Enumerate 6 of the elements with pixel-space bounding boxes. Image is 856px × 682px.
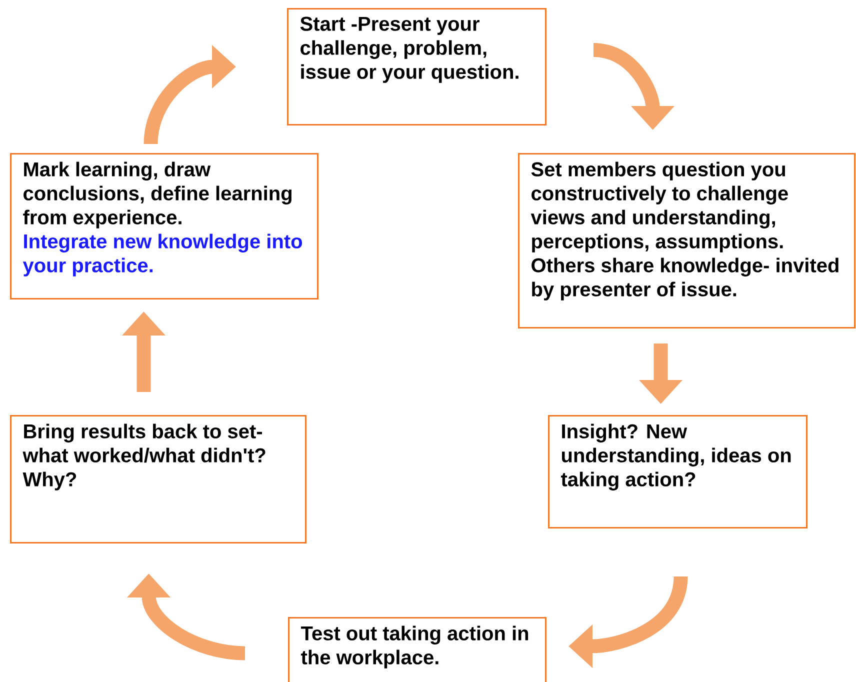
step-box: Start -Present your challenge, problem, issue or your question. [287, 8, 546, 126]
step-box: Test out taking action in the workplace. [288, 617, 546, 682]
step-box: Insight? New understanding, ideas on taking action? [548, 415, 808, 528]
step-box: Mark learning, draw conclusions, define learning from experience. Integrate new knowledge into your practice. [10, 153, 318, 300]
step-box: Bring results back to set- what worked/what didn't? Why? [10, 415, 306, 544]
step-box: Set members question you constructively to challenge views and understanding, perceptions, assumptions. Others share knowledge- invited by presenter of issue. [518, 153, 856, 328]
